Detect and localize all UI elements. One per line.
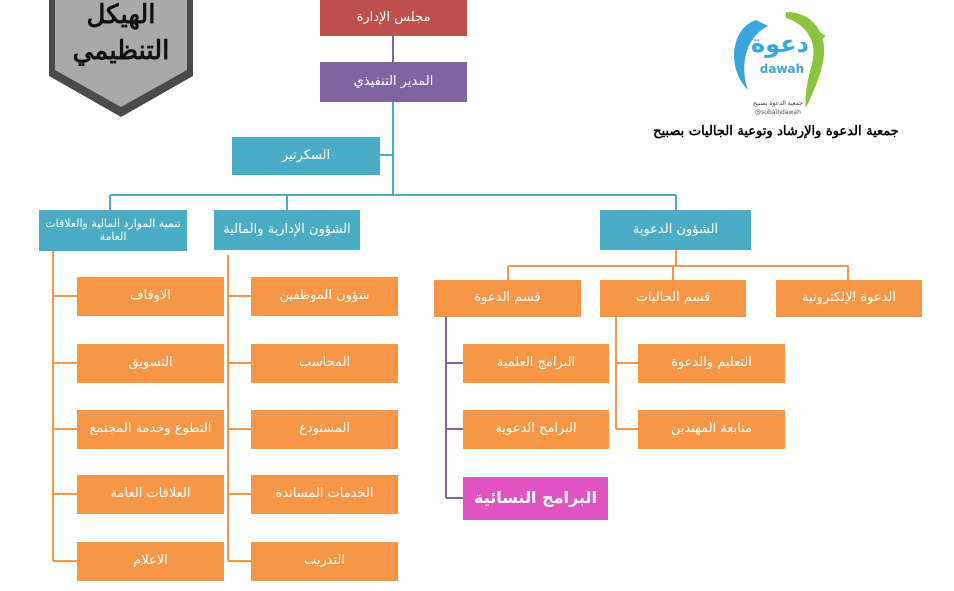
unit-dawah-programs: البرامج الدعوية	[463, 410, 609, 449]
logo-latin-text: dawah	[759, 62, 805, 76]
title-badge-shape	[49, 0, 193, 117]
logo-handle: @subaihdawah	[755, 109, 801, 116]
section-electronic-dawah: الدعوة الإلكترونية	[776, 280, 922, 317]
unit-education-dawah: التعليم والدعوة	[638, 344, 785, 383]
unit-staff-affairs: شؤون الموظفين	[251, 277, 398, 316]
unit-accountant: المحاسب	[251, 344, 398, 383]
unit-women-programs: البرامج النسائية	[463, 477, 608, 520]
board-box: مجلس الإدارة	[320, 0, 467, 36]
connector-dawah-units	[445, 316, 463, 499]
section-dawah: قسم الدعوة	[434, 280, 581, 317]
unit-public-relations: العلاقات العامة	[77, 475, 224, 514]
unit-volunteering: التطوع وخدمة المجتمع	[77, 410, 224, 449]
unit-scientific-programs: البرامج العلمية	[463, 344, 609, 383]
unit-converts-followup: متابعة المهتدين	[638, 410, 785, 449]
dawah-logo: دعوة dawah جمعية الدعوة بصبيح @subaihdaw…	[726, 8, 836, 120]
logo-caption: جمعية الدعوة بصبيح	[753, 100, 803, 107]
connector-communities-units	[615, 316, 638, 430]
executive-box: المدير التنفيذي	[320, 62, 467, 102]
connector-executive-departments	[109, 102, 677, 210]
unit-endowments: الاوقاف	[77, 277, 224, 316]
connector-resources-units	[52, 251, 77, 562]
title-badge: الهيكل التنظيمي	[45, 0, 197, 118]
dept-resources: تنمية الموارد المالية والعلاقات العامة	[39, 210, 187, 251]
secretary-box: السكرتير	[232, 137, 380, 175]
dept-dawah-affairs: الشؤون الدعوية	[600, 210, 751, 250]
connector-dawah-sections	[507, 250, 849, 280]
unit-support-services: الخدمات المساندة	[251, 475, 398, 514]
title-line-2: التنظيمي	[72, 36, 170, 66]
section-communities: قسم الجاليات	[600, 280, 746, 317]
unit-marketing: التسويق	[77, 344, 224, 383]
unit-media: الاعلام	[77, 542, 224, 581]
connector-admin-units	[227, 255, 251, 562]
dept-admin-finance: الشؤون الإدارية والمالية	[214, 210, 360, 250]
unit-training: التدريب	[251, 542, 398, 581]
title-line-1: الهيكل	[86, 0, 156, 30]
logo-swoosh-icon	[734, 12, 826, 108]
logo-arabic-text: دعوة	[751, 30, 809, 58]
unit-warehouse: المستودع	[251, 410, 398, 449]
org-name: جمعية الدعوة والإرشاد وتوعية الجاليات بص…	[653, 124, 899, 139]
